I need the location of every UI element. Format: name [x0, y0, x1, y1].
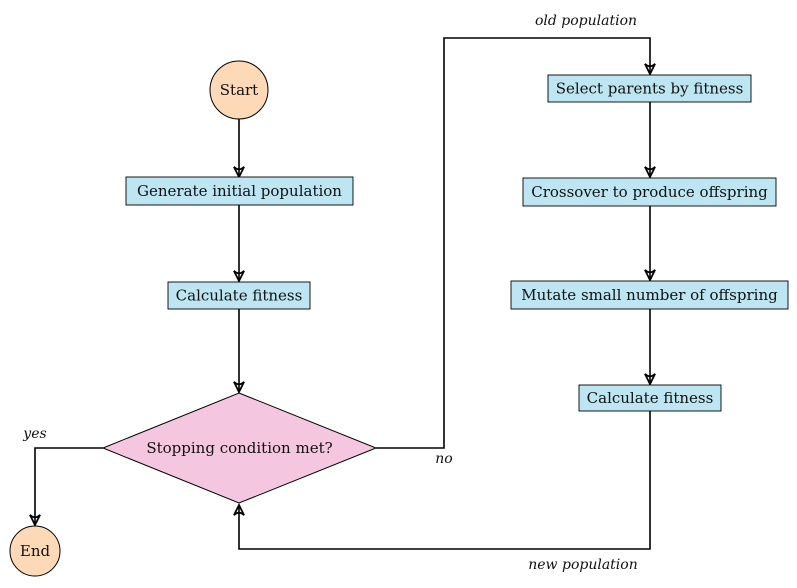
generate-population-node: Generate initial population	[125, 176, 354, 206]
end-label: End	[20, 542, 51, 560]
mutate-node: Mutate small number of offspring	[510, 280, 789, 310]
calculate-fitness-left-box	[167, 281, 311, 310]
select-parents-node: Select parents by fitness	[547, 74, 752, 103]
end-node: End	[9, 525, 61, 577]
end-terminal-shape	[9, 525, 61, 577]
mutate-box	[510, 280, 789, 310]
calculate-fitness-right-label: Calculate fitness	[587, 389, 714, 407]
new-population-label: new population	[528, 557, 637, 573]
stopping-condition-label: Stopping condition met?	[146, 439, 332, 457]
calculate-fitness-left-node: Calculate fitness	[167, 281, 311, 310]
crossover-node: Crossover to produce offspring	[522, 177, 777, 207]
generate-population-label: Generate initial population	[137, 182, 342, 200]
old-population-label: old population	[535, 13, 637, 29]
mutate-label: Mutate small number of offspring	[521, 286, 778, 304]
stopping-condition-node: Stopping condition met?	[101, 392, 378, 504]
generate-population-box	[125, 176, 354, 206]
calculate-fitness-right-box	[578, 384, 722, 412]
edge-fitness-to-decision-loop	[239, 410, 651, 550]
start-terminal-shape	[209, 60, 269, 120]
select-parents-label: Select parents by fitness	[556, 80, 744, 98]
start-node: Start	[209, 60, 269, 120]
crossover-box	[522, 177, 777, 207]
edge-decision-no-to-select	[376, 37, 650, 449]
yes-label: yes	[22, 426, 46, 442]
calculate-fitness-right-node: Calculate fitness	[578, 384, 722, 412]
calculate-fitness-left-label: Calculate fitness	[176, 287, 303, 305]
start-label: Start	[220, 81, 258, 99]
stopping-condition-diamond	[101, 392, 378, 504]
select-parents-box	[547, 74, 752, 103]
edge-decision-yes-to-end	[35, 447, 103, 525]
crossover-label: Crossover to produce offspring	[531, 183, 768, 201]
no-label: no	[435, 451, 452, 467]
